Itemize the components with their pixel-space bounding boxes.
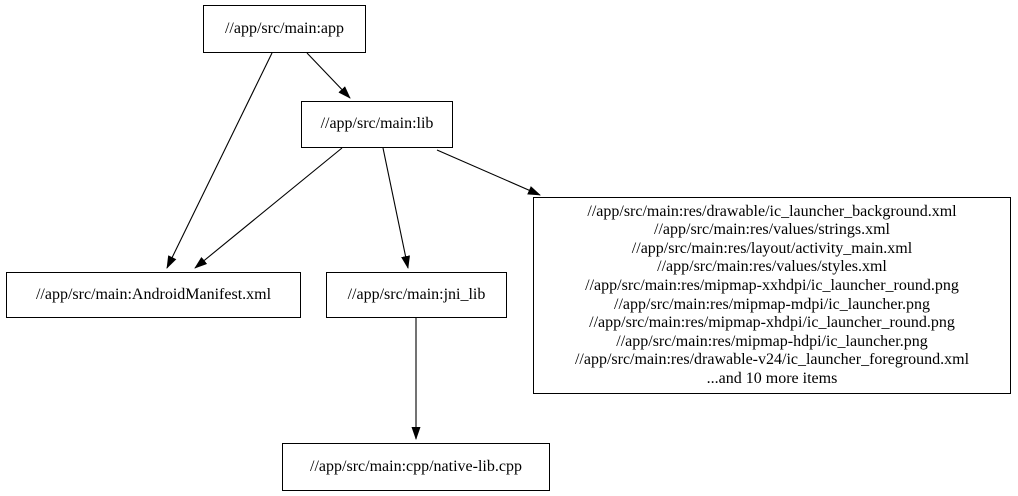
res-group-line: //app/src/main:res/drawable/ic_launcher_… [587,202,957,220]
res-group-line: //app/src/main:res/mipmap-hdpi/ic_launch… [616,332,928,350]
node-jni-lib: //app/src/main:jni_lib [326,272,507,318]
res-group-line: //app/src/main:res/mipmap-mdpi/ic_launch… [614,295,930,313]
edge-lib-to-res-group [436,149,541,196]
edge-app-to-lib [306,52,351,99]
node-app: //app/src/main:app [203,5,366,53]
res-group-line: //app/src/main:res/values/strings.xml [654,221,890,239]
node-android-manifest: //app/src/main:AndroidManifest.xml [6,272,301,318]
node-jni-lib-label: //app/src/main:jni_lib [347,285,486,303]
res-group-line: //app/src/main:res/values/styles.xml [657,258,887,276]
node-native-lib: //app/src/main:cpp/native-lib.cpp [282,443,550,491]
node-res-group: //app/src/main:res/drawable/ic_launcher_… [533,197,1011,394]
node-android-manifest-label: //app/src/main:AndroidManifest.xml [35,285,272,303]
res-group-line: //app/src/main:res/mipmap-xhdpi/ic_launc… [589,314,955,332]
res-group-line: //app/src/main:res/layout/activity_main.… [631,239,913,257]
res-group-line: //app/src/main:res/drawable-v24/ic_launc… [574,351,970,369]
res-group-more-items: ...and 10 more items [706,369,838,387]
node-app-label: //app/src/main:app [224,19,345,37]
node-lib-label: //app/src/main:lib [320,115,434,133]
edge-app-to-android-manifest [166,52,273,269]
edge-lib-to-jni-lib [382,147,410,269]
edge-lib-to-android-manifest [194,147,343,269]
res-group-line: //app/src/main:res/mipmap-xxhdpi/ic_laun… [585,276,959,294]
node-native-lib-label: //app/src/main:cpp/native-lib.cpp [310,457,522,475]
node-lib: //app/src/main:lib [301,101,453,148]
